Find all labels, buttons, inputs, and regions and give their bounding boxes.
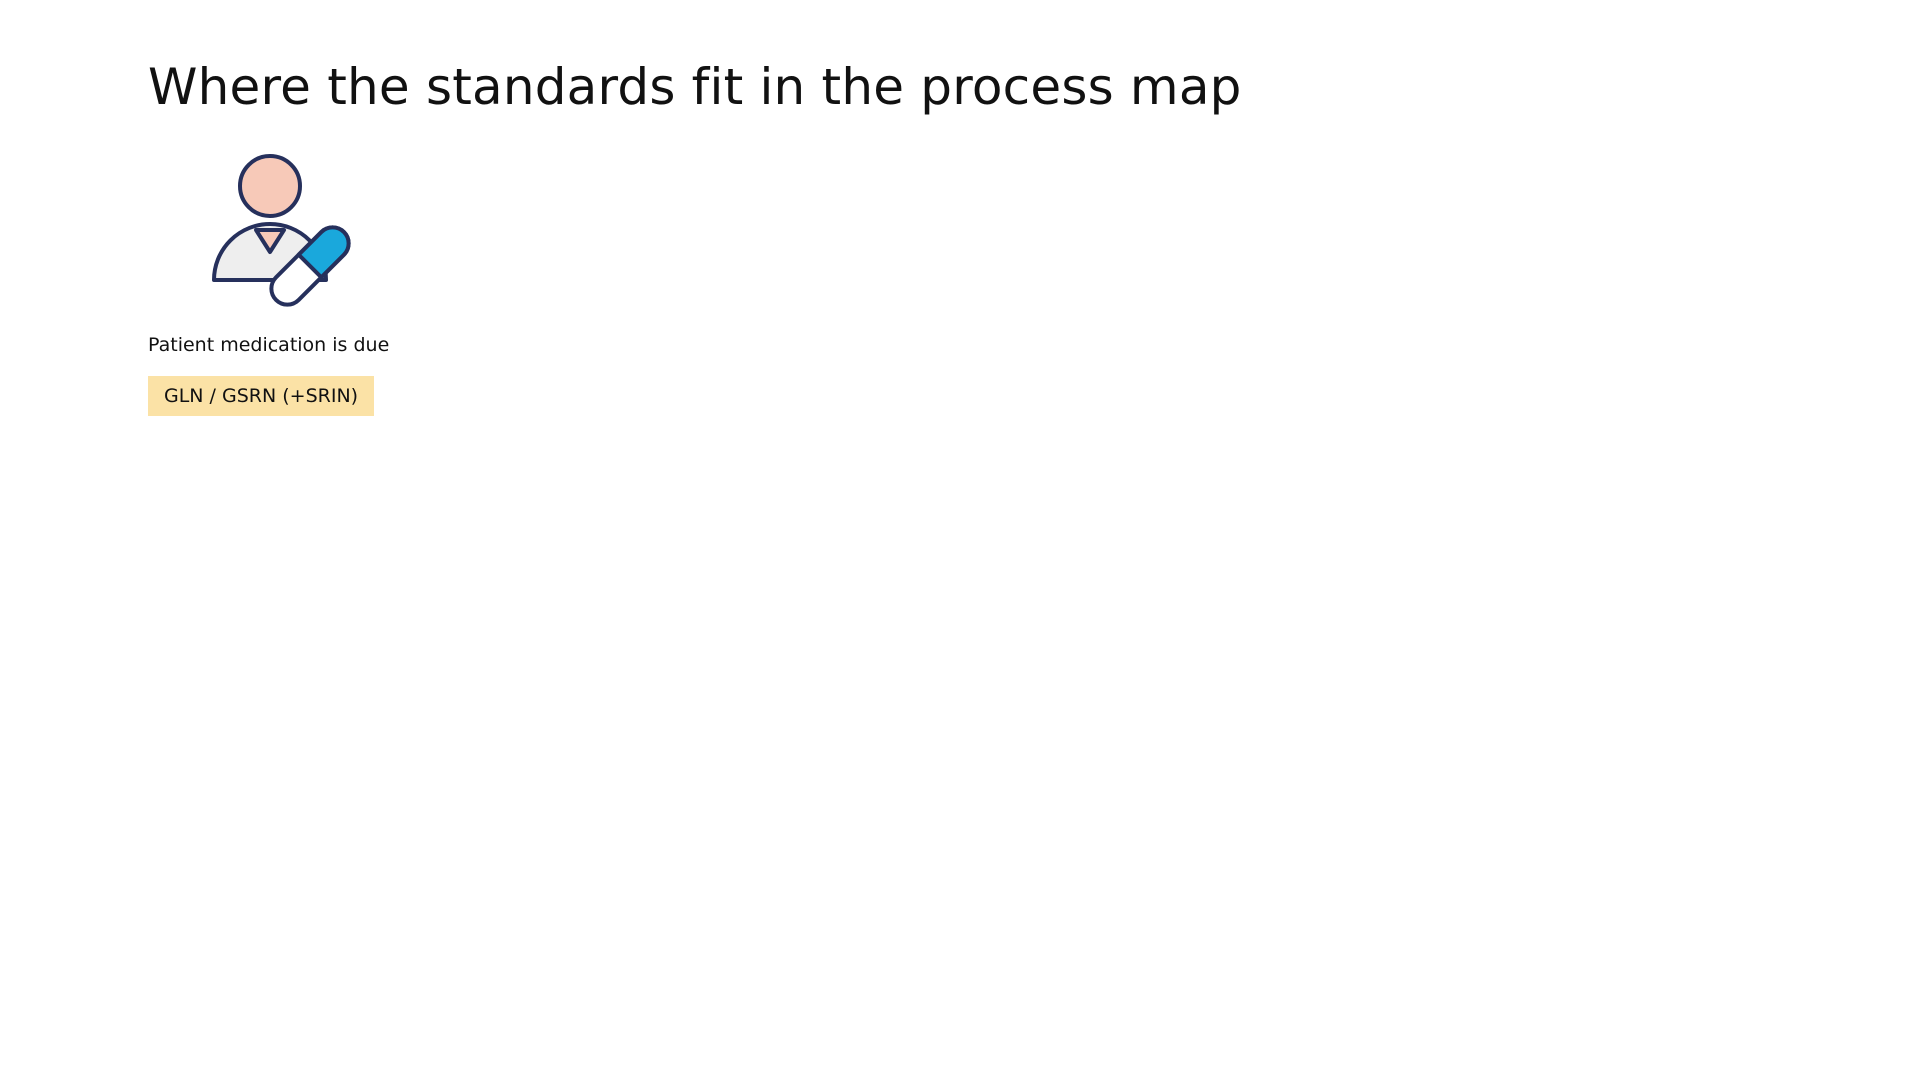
patient-medication-icon bbox=[210, 150, 370, 326]
page-title: Where the standards fit in the process m… bbox=[148, 58, 1242, 116]
standards-badge: GLN / GSRN (+SRIN) bbox=[148, 376, 375, 416]
step-label: Patient medication is due bbox=[148, 334, 390, 356]
